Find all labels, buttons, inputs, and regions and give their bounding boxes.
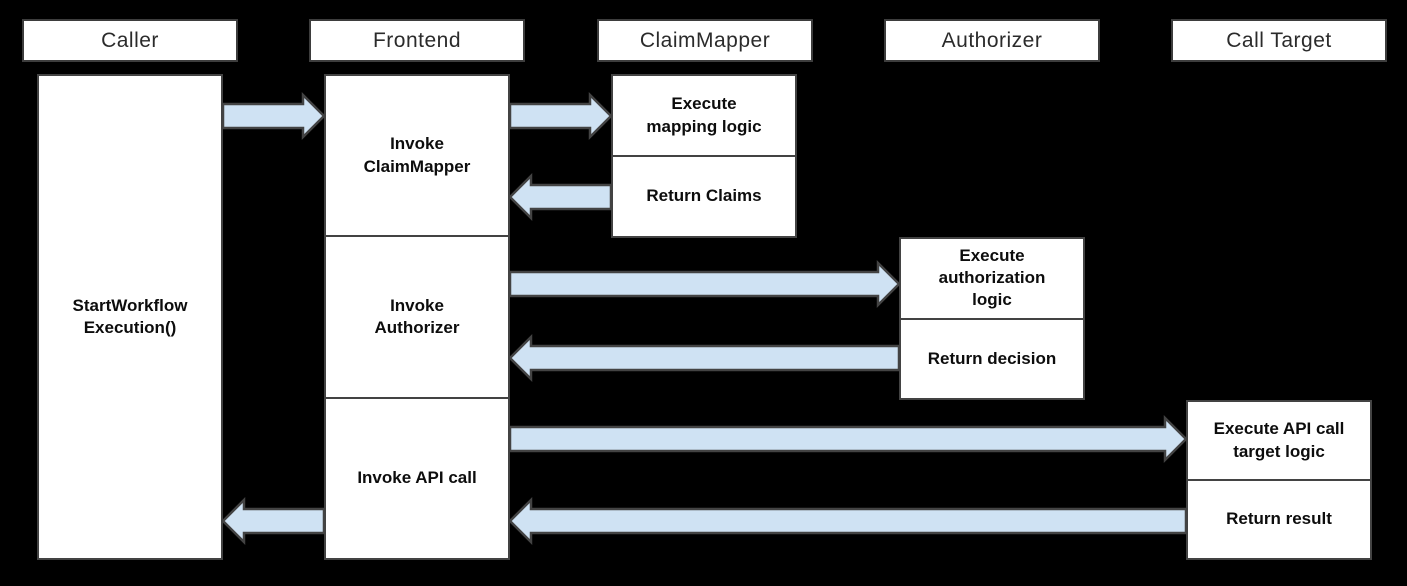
- activation-caller: StartWorkflow Execution(): [37, 74, 223, 560]
- message-arrow-return-to-caller: [221, 496, 326, 546]
- lifeline-label-caller: Caller: [101, 28, 159, 52]
- authorizer-execute-authorization-segment: Execute authorization logic: [901, 239, 1083, 318]
- claimmapper-execute-mapping-label: Execute mapping logic: [646, 94, 762, 136]
- lifeline-label-authorizer: Authorizer: [941, 28, 1043, 52]
- caller-startworkflow-segment: StartWorkflow Execution(): [39, 76, 221, 558]
- activation-frontend: Invoke ClaimMapper Invoke Authorizer Inv…: [324, 74, 510, 560]
- lifeline-header-caller: Caller: [22, 19, 238, 62]
- lifeline-header-frontend: Frontend: [309, 19, 525, 62]
- activation-claimmapper: Execute mapping logic Return Claims: [611, 74, 797, 238]
- claimmapper-return-claims-label: Return Claims: [646, 186, 762, 206]
- message-arrow-start-workflow-execution: [221, 91, 326, 141]
- message-arrow-return-decision: [508, 333, 901, 383]
- message-arrow-invoke-authorizer: [508, 259, 901, 309]
- frontend-invoke-claimmapper-label: Invoke ClaimMapper: [363, 134, 471, 176]
- activation-authorizer: Execute authorization logic Return decis…: [899, 237, 1085, 400]
- message-arrow-invoke-claimmapper: [508, 91, 613, 141]
- authorizer-return-decision-label: Return decision: [927, 348, 1057, 368]
- activation-call-target: Execute API call target logic Return res…: [1186, 400, 1372, 560]
- calltarget-return-result-label: Return result: [1226, 509, 1332, 529]
- authorizer-execute-authorization-label: Execute authorization logic: [938, 245, 1046, 310]
- caller-startworkflow-label: StartWorkflow Execution(): [72, 295, 188, 337]
- lifeline-label-call-target: Call Target: [1226, 28, 1332, 52]
- lifeline-header-claimmapper: ClaimMapper: [597, 19, 813, 62]
- lifeline-label-frontend: Frontend: [372, 28, 462, 52]
- lifeline-header-authorizer: Authorizer: [884, 19, 1100, 62]
- frontend-invoke-api-call-segment: Invoke API call: [326, 396, 508, 558]
- message-arrow-return-claims: [508, 172, 613, 222]
- frontend-invoke-authorizer-segment: Invoke Authorizer: [326, 235, 508, 396]
- calltarget-execute-api-segment: Execute API call target logic: [1188, 402, 1370, 479]
- claimmapper-execute-mapping-segment: Execute mapping logic: [613, 76, 795, 155]
- message-arrow-invoke-api-call: [508, 414, 1188, 464]
- message-arrow-return-result: [508, 496, 1188, 546]
- frontend-invoke-api-call-label: Invoke API call: [357, 468, 477, 488]
- calltarget-execute-api-label: Execute API call target logic: [1213, 419, 1345, 461]
- frontend-invoke-authorizer-label: Invoke Authorizer: [374, 295, 460, 337]
- frontend-invoke-claimmapper-segment: Invoke ClaimMapper: [326, 76, 508, 235]
- claimmapper-return-claims-segment: Return Claims: [613, 155, 795, 236]
- calltarget-return-result-segment: Return result: [1188, 479, 1370, 558]
- authorizer-return-decision-segment: Return decision: [901, 317, 1083, 399]
- lifeline-label-claimmapper: ClaimMapper: [639, 28, 771, 52]
- lifeline-header-call-target: Call Target: [1171, 19, 1387, 62]
